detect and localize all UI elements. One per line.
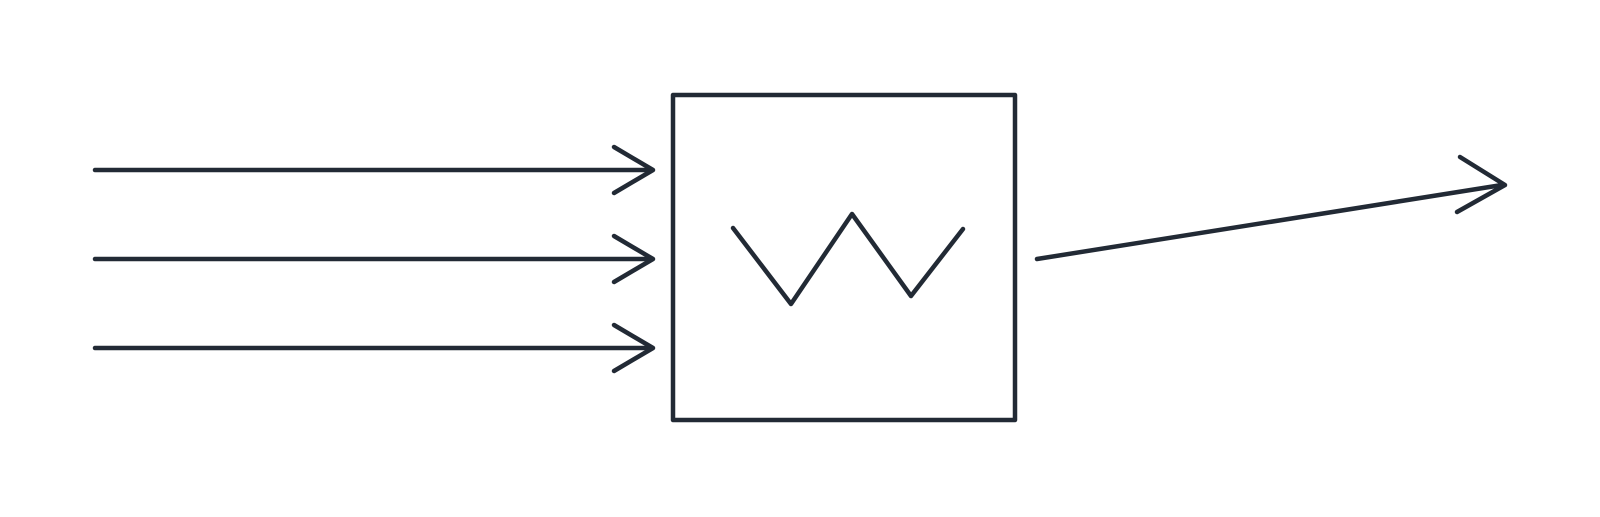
input-arrow-3-head [611,322,656,374]
input-arrow-1 [92,144,656,196]
output-arrow-shaft [1034,182,1505,262]
input-arrow-1-head [611,144,656,196]
output-arrow [1034,154,1508,262]
diagram-root [92,92,1508,423]
input-arrow-2 [92,233,656,285]
output-arrow-head [1454,154,1508,215]
process-block [670,92,1018,423]
input-arrow-3 [92,322,656,374]
zigzag-waveform-icon [730,211,966,307]
input-arrow-2-head [611,233,656,285]
